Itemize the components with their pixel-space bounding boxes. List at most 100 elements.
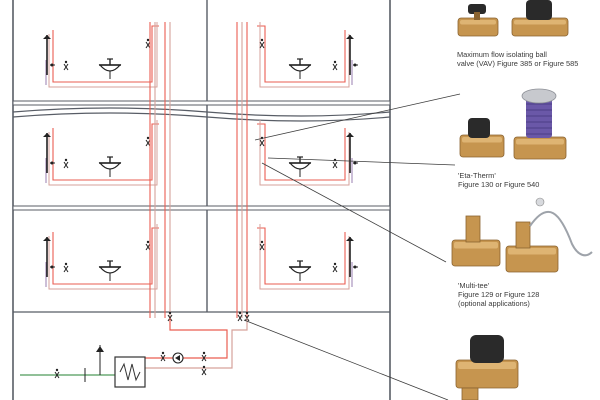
flow-main: [145, 318, 228, 359]
caption-eta-therm: 'Eta-Therm' Figure 130 or Figure 540: [458, 171, 539, 189]
shower-icon: [346, 35, 358, 75]
gate-valve-icon: [201, 365, 207, 376]
leader-vav: [254, 93, 461, 141]
riser-isolating-valve-icon: [237, 311, 243, 322]
tap-icon: [145, 38, 151, 49]
break-line-lower: [12, 112, 391, 122]
brass-highlight: [514, 20, 566, 25]
ball-valve-photo-icon: [457, 0, 569, 37]
shower-head: [346, 35, 354, 39]
caption-multi-tee-line-3: (optional applications): [458, 299, 530, 308]
shower-icon: [43, 35, 55, 75]
caption-vav: Maximum flow isolating ball valve (VAV) …: [457, 50, 578, 68]
multitee-sensor: [535, 197, 545, 207]
washbasin-icon: [98, 58, 122, 79]
valve-stem: [146, 240, 150, 244]
vav-stem-left: [474, 12, 480, 20]
brass-highlight: [454, 242, 498, 249]
valve-stem: [146, 136, 150, 140]
gate-valve-icon: [201, 351, 207, 362]
caption-eta-therm-line-1: 'Eta-Therm': [458, 171, 496, 180]
product-images: [451, 0, 593, 400]
valve-stem: [260, 38, 264, 42]
shower-icon: [43, 237, 55, 277]
shower-head: [43, 237, 51, 241]
valve-stem: [168, 311, 172, 315]
hot-branch: [52, 25, 159, 83]
thermostatic-valve-photo-icon: [459, 88, 567, 160]
room-pipework-left-0: [45, 22, 159, 88]
multitee-branch-right: [515, 221, 531, 249]
shower-head: [43, 133, 51, 137]
valve-bowtie: [332, 265, 338, 273]
basin-bowl: [288, 162, 312, 170]
valve-bowtie: [237, 314, 243, 322]
valve-bowtie: [201, 354, 207, 362]
valve-bowtie: [332, 63, 338, 71]
washbasin-icon: [288, 156, 312, 177]
return-branch: [259, 224, 350, 290]
valve-stem: [161, 351, 165, 355]
return-branch: [259, 22, 350, 88]
hot-branch: [52, 227, 159, 285]
return-branch: [48, 22, 158, 88]
valve-bowtie: [259, 139, 265, 147]
shower-head: [346, 237, 354, 241]
return-branch: [48, 120, 158, 186]
valve-bowtie: [63, 161, 69, 169]
multitee-branch-left: [465, 215, 481, 243]
shower-icon: [346, 237, 358, 277]
tap-icon: [63, 60, 69, 71]
caption-multi-tee-line-1: 'Multi-tee': [458, 281, 490, 290]
valve-bowtie: [54, 371, 60, 379]
valve-bowtie: [201, 368, 207, 376]
valve-bowtie: [145, 243, 151, 251]
valve-stem: [260, 240, 264, 244]
shower-head: [43, 35, 51, 39]
valve-stem: [64, 60, 68, 64]
room-pipework-left-2: [45, 224, 159, 290]
tap-icon: [63, 158, 69, 169]
return-main: [145, 318, 248, 369]
eta-cap-left: [468, 118, 490, 138]
leader-eta-therm: [267, 157, 456, 166]
tap-icon: [259, 240, 265, 251]
valve-stem: [333, 60, 337, 64]
caption-vav-line-1: Maximum flow isolating ball: [457, 50, 547, 59]
tap-icon: [63, 262, 69, 273]
leader-multi-tee: [261, 162, 447, 263]
basin-bowl: [98, 64, 122, 72]
brass-highlight: [462, 137, 502, 143]
dpcv-port: [461, 387, 479, 400]
hot-branch: [257, 123, 346, 181]
valve-bowtie: [145, 139, 151, 147]
caption-multi-tee-line-2: Figure 129 or Figure 128: [458, 290, 540, 299]
caption-vav-line-2: valve (VAV) Figure 385 or Figure 585: [457, 59, 579, 68]
room-pipework-right-1: [257, 120, 353, 186]
hot-branch: [52, 123, 159, 181]
valve-stem: [333, 262, 337, 266]
check-valve-icon: [160, 351, 166, 362]
valve-stem: [146, 38, 150, 42]
leader-dpcv: [243, 319, 449, 400]
valve-bowtie: [160, 354, 166, 362]
shower-icon: [43, 133, 55, 173]
shower-icon: [346, 133, 358, 173]
risers: [149, 22, 248, 318]
vav-handle-left: [468, 4, 486, 14]
break-line: [12, 107, 391, 117]
caption-multi-tee: 'Multi-tee' Figure 129 or Figure 128 (op…: [458, 281, 539, 308]
valve-stem: [238, 311, 242, 315]
return-branch: [48, 224, 158, 290]
hot-branch: [257, 25, 346, 83]
multitee-capillary: [529, 210, 593, 257]
floor-slab-2: [12, 205, 391, 211]
floor-slab: [12, 100, 391, 106]
caption-eta-therm-line-2: Figure 130 or Figure 540: [458, 180, 540, 189]
tap-icon: [145, 136, 151, 147]
dpcv-actuator: [470, 335, 504, 363]
valve-bowtie: [63, 265, 69, 273]
washbasin-icon: [98, 156, 122, 177]
washbasin-icon: [288, 58, 312, 79]
valve-stem: [245, 311, 249, 315]
